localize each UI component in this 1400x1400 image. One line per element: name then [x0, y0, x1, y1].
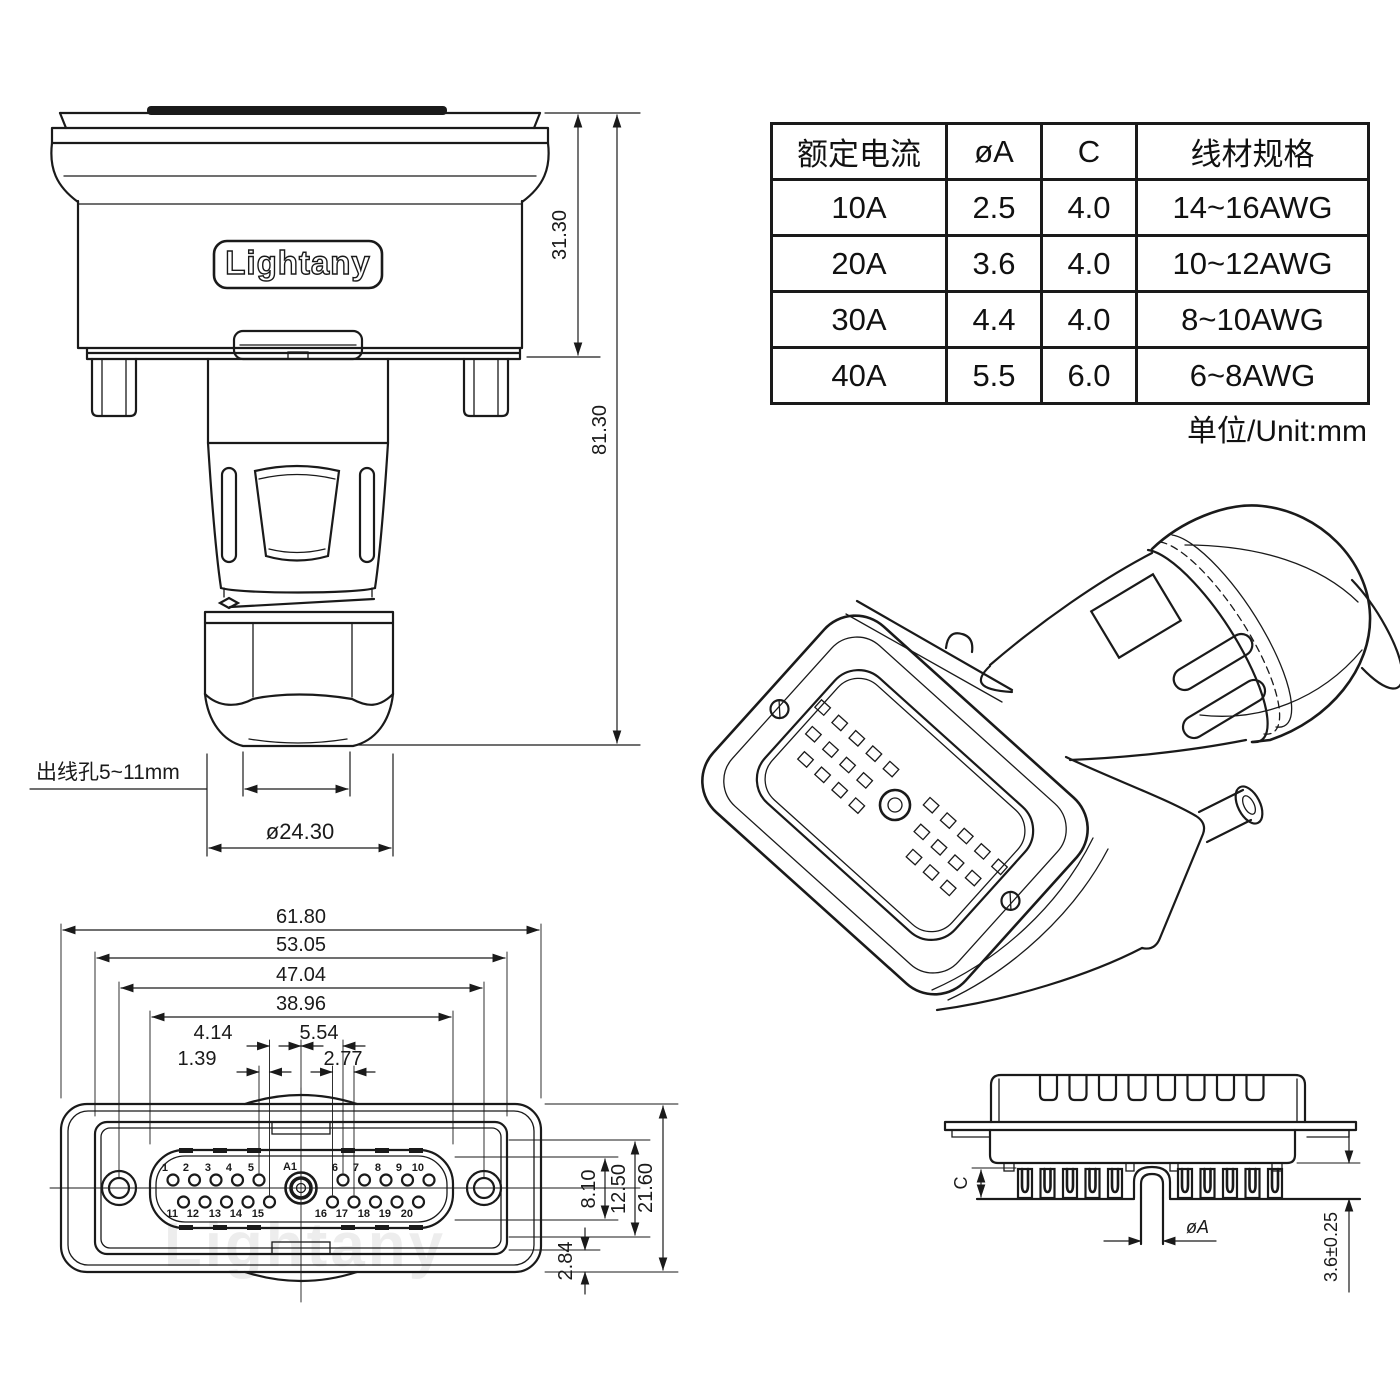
dim-total-height: 81.30	[589, 405, 611, 455]
pin-label: 12	[187, 1208, 199, 1220]
pin-label: 17	[336, 1208, 348, 1220]
pin-label: 18	[358, 1208, 370, 1220]
dim-a1-row2: 4.14	[194, 1022, 233, 1044]
front-view-dimensions: 31.30 81.30 出线孔5~11mm ø24.30	[29, 112, 641, 857]
spec-cell: 3.6	[945, 234, 1043, 293]
spec-header-cell: øA	[945, 122, 1043, 181]
spec-header-row: 额定电流 øA C 线材规格	[770, 122, 1370, 181]
dim-row-offset: 1.39	[178, 1048, 217, 1070]
pin-label: 1	[162, 1162, 168, 1174]
unit-note: 单位/Unit:mm	[1187, 415, 1367, 448]
dim-pin-diameter: øA	[1186, 1217, 1209, 1237]
spec-row: 40A 5.5 6.0 6~8AWG	[770, 346, 1370, 405]
dim-gland-diameter: ø24.30	[266, 819, 335, 844]
pin-label: 19	[379, 1208, 391, 1220]
iso-housing	[845, 599, 1264, 1012]
spec-header-cell: C	[1040, 122, 1138, 181]
section-view: C øA 3.6±0.25	[943, 1073, 1362, 1293]
iso-collar	[1146, 534, 1293, 744]
cable-gland	[203, 610, 395, 748]
dim-insert-inner-height: 8.10	[578, 1170, 600, 1209]
spec-cell: 4.0	[1040, 234, 1138, 293]
spec-cell: 8~10AWG	[1135, 290, 1370, 349]
spec-table: 额定电流 øA C 线材规格 10A 2.5 4.0 14~16AWG 20A …	[770, 122, 1370, 405]
pin-label: 14	[230, 1208, 243, 1220]
pin-label: A1	[283, 1161, 297, 1173]
pin-label: 15	[252, 1208, 264, 1220]
spec-cell: 10~12AWG	[1135, 234, 1370, 293]
spec-header-cell: 线材规格	[1135, 122, 1370, 181]
dim-insert-height: 12.50	[608, 1164, 630, 1214]
spec-row: 10A 2.5 4.0 14~16AWG	[770, 178, 1370, 237]
spec-cell: 4.0	[1040, 178, 1138, 237]
pin-label: 5	[248, 1162, 254, 1174]
dim-shell-width: 53.05	[276, 934, 326, 956]
latch-tab	[232, 329, 364, 361]
spec-row: 30A 4.4 4.0 8~10AWG	[770, 290, 1370, 349]
iso-strain-relief	[979, 551, 1267, 762]
dim-outer-height: 21.60	[635, 1163, 657, 1213]
pin-label: 2	[183, 1162, 189, 1174]
pin-label: 20	[401, 1208, 413, 1220]
spec-cell: 2.5	[945, 178, 1043, 237]
pin-label: 3	[205, 1162, 211, 1174]
power-contact-a1	[284, 1171, 318, 1205]
dim-tail-length: 3.6±0.25	[1321, 1212, 1341, 1282]
pin-label: 4	[226, 1162, 233, 1174]
spec-cell: 6~8AWG	[1135, 346, 1370, 405]
iso-pin-field	[796, 698, 1009, 897]
pin-label: 9	[396, 1162, 402, 1174]
dim-a1-row1: 5.54	[300, 1022, 339, 1044]
dim-insert-width: 38.96	[276, 993, 326, 1015]
dim-upper-height: 31.30	[549, 210, 571, 260]
pin-label: 13	[209, 1208, 221, 1220]
jack-post-right	[462, 357, 510, 418]
spec-cell: 5.5	[945, 346, 1043, 405]
spec-cell: 4.0	[1040, 290, 1138, 349]
dim-outer-width: 61.80	[276, 906, 326, 928]
section-view-dimensions: C øA 3.6±0.25	[951, 1130, 1361, 1293]
pin-label: 11	[166, 1208, 178, 1220]
front-view: Lightany	[29, 106, 641, 857]
spec-row: 20A 3.6 4.0 10~12AWG	[770, 234, 1370, 293]
spec-cell: 20A	[770, 234, 948, 293]
shell-slots	[1038, 1074, 1265, 1102]
signal-pins-bottom: 11 12 13 14 15 16 17 18 19 20	[166, 1195, 426, 1220]
brand-logo-text: Lightany	[225, 244, 371, 281]
pin-label: 10	[412, 1162, 424, 1174]
isometric-view	[701, 504, 1400, 1012]
pin-label: 6	[332, 1162, 338, 1174]
iso-face-plate	[701, 614, 1089, 996]
jack-post-left	[90, 357, 138, 418]
strain-relief	[206, 357, 390, 610]
spec-cell: 30A	[770, 290, 948, 349]
spec-cell: 40A	[770, 346, 948, 405]
dim-shell-to-flange: 2.84	[555, 1242, 577, 1281]
dim-cup-depth: C	[951, 1177, 971, 1190]
cable-hole-label: 出线孔5~11mm	[36, 761, 180, 784]
spec-header-cell: 额定电流	[770, 122, 948, 181]
iso-jack-screws	[769, 698, 1021, 912]
dim-pin-pitch: 2.77	[324, 1048, 363, 1070]
face-view-dimensions: 61.80 53.05 47.04 38.96 4.14 5.54 1.39 2…	[60, 906, 679, 1295]
spec-cell: 14~16AWG	[1135, 178, 1370, 237]
face-view: Lightany	[49, 906, 679, 1303]
dim-hole-spacing: 47.04	[276, 964, 326, 986]
pin-label: 7	[353, 1162, 359, 1174]
pin-label: 8	[375, 1162, 381, 1174]
spec-cell: 10A	[770, 178, 948, 237]
spec-cell: 6.0	[1040, 346, 1138, 405]
iso-gland-nut	[1150, 504, 1400, 744]
signal-pins-top: 1 2 3 4 5 6 7 8 9 10	[162, 1162, 436, 1187]
spec-cell: 4.4	[945, 290, 1043, 349]
brand-logo: Lightany	[212, 239, 384, 290]
insert-notches	[179, 1148, 423, 1230]
center-power-contact	[1125, 1162, 1179, 1246]
solder-cups	[1016, 1167, 1284, 1200]
pin-label: 16	[315, 1208, 327, 1220]
